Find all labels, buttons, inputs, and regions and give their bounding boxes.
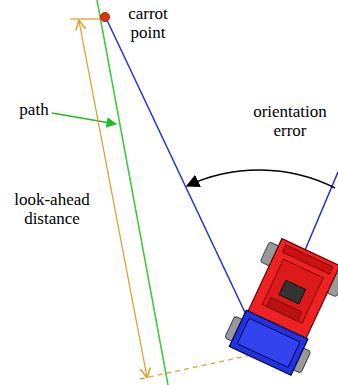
heading-line <box>300 172 338 262</box>
path-line <box>97 0 168 385</box>
path-label: path <box>14 100 54 119</box>
point-label: carrot point <box>112 4 184 42</box>
angle-label: orientation error <box>244 102 336 140</box>
carrot-dot <box>101 13 110 22</box>
path-pointer <box>52 113 116 124</box>
orientation-arc <box>187 170 335 188</box>
dimension-tick <box>70 18 102 19</box>
distance-label: look-ahead distance <box>2 190 102 228</box>
carrot-line <box>106 18 258 340</box>
dimension-tick <box>140 354 256 379</box>
vehicle <box>222 234 338 378</box>
